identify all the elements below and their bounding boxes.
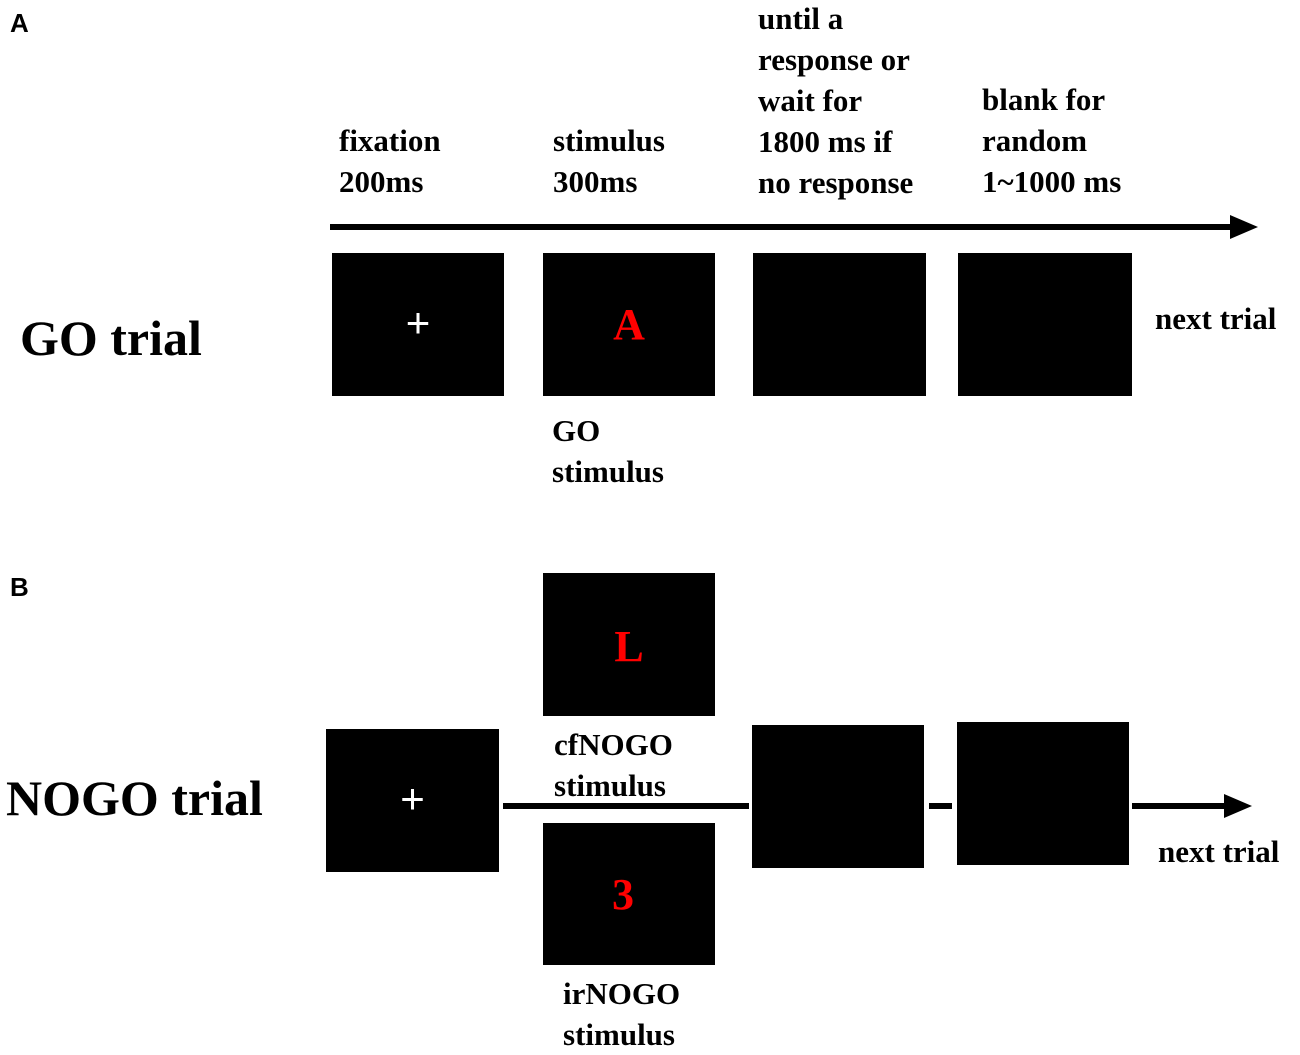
panel-label-b: B bbox=[10, 572, 29, 602]
go-blank-screen bbox=[958, 253, 1132, 396]
fixation-cross: + bbox=[400, 775, 425, 822]
timeline-arrow-nogo bbox=[1132, 794, 1252, 818]
timeline-arrow-go bbox=[330, 215, 1258, 239]
timeline-segment-2 bbox=[929, 803, 952, 809]
phase-label-fixation: fixation 200ms bbox=[339, 123, 441, 199]
go-stimulus-caption: GO stimulus bbox=[552, 413, 664, 489]
phase-label-response: until a response or wait for 1800 ms if … bbox=[758, 1, 914, 200]
cfnogo-stimulus-letter: L bbox=[614, 622, 644, 671]
irnogo-stimulus-screen: 3 bbox=[543, 823, 715, 965]
panel-label-a: A bbox=[10, 8, 29, 38]
go-next-trial-label: next trial bbox=[1155, 301, 1277, 336]
phase-label-stimulus: stimulus 300ms bbox=[553, 123, 665, 199]
go-trial-label: GO trial bbox=[20, 310, 202, 366]
go-response-screen bbox=[753, 253, 926, 396]
irnogo-stimulus-digit: 3 bbox=[612, 870, 634, 919]
nogo-response-screen bbox=[752, 725, 924, 868]
irnogo-caption: irNOGO stimulus bbox=[563, 976, 681, 1052]
nogo-fixation-screen: + bbox=[326, 729, 499, 872]
cfnogo-caption: cfNOGO stimulus bbox=[554, 727, 673, 803]
go-stimulus-screen: A bbox=[543, 253, 715, 396]
go-stimulus-letter: A bbox=[613, 300, 645, 349]
cfnogo-stimulus-screen: L bbox=[543, 573, 715, 716]
nogo-trial-label: NOGO trial bbox=[6, 770, 263, 826]
nogo-next-trial-label: next trial bbox=[1158, 834, 1280, 869]
nogo-blank-screen bbox=[957, 722, 1129, 865]
go-fixation-screen: + bbox=[332, 253, 504, 396]
timeline-segment-1 bbox=[503, 803, 749, 809]
phase-label-blank: blank for random 1~1000 ms bbox=[982, 82, 1122, 199]
fixation-cross: + bbox=[405, 299, 431, 346]
